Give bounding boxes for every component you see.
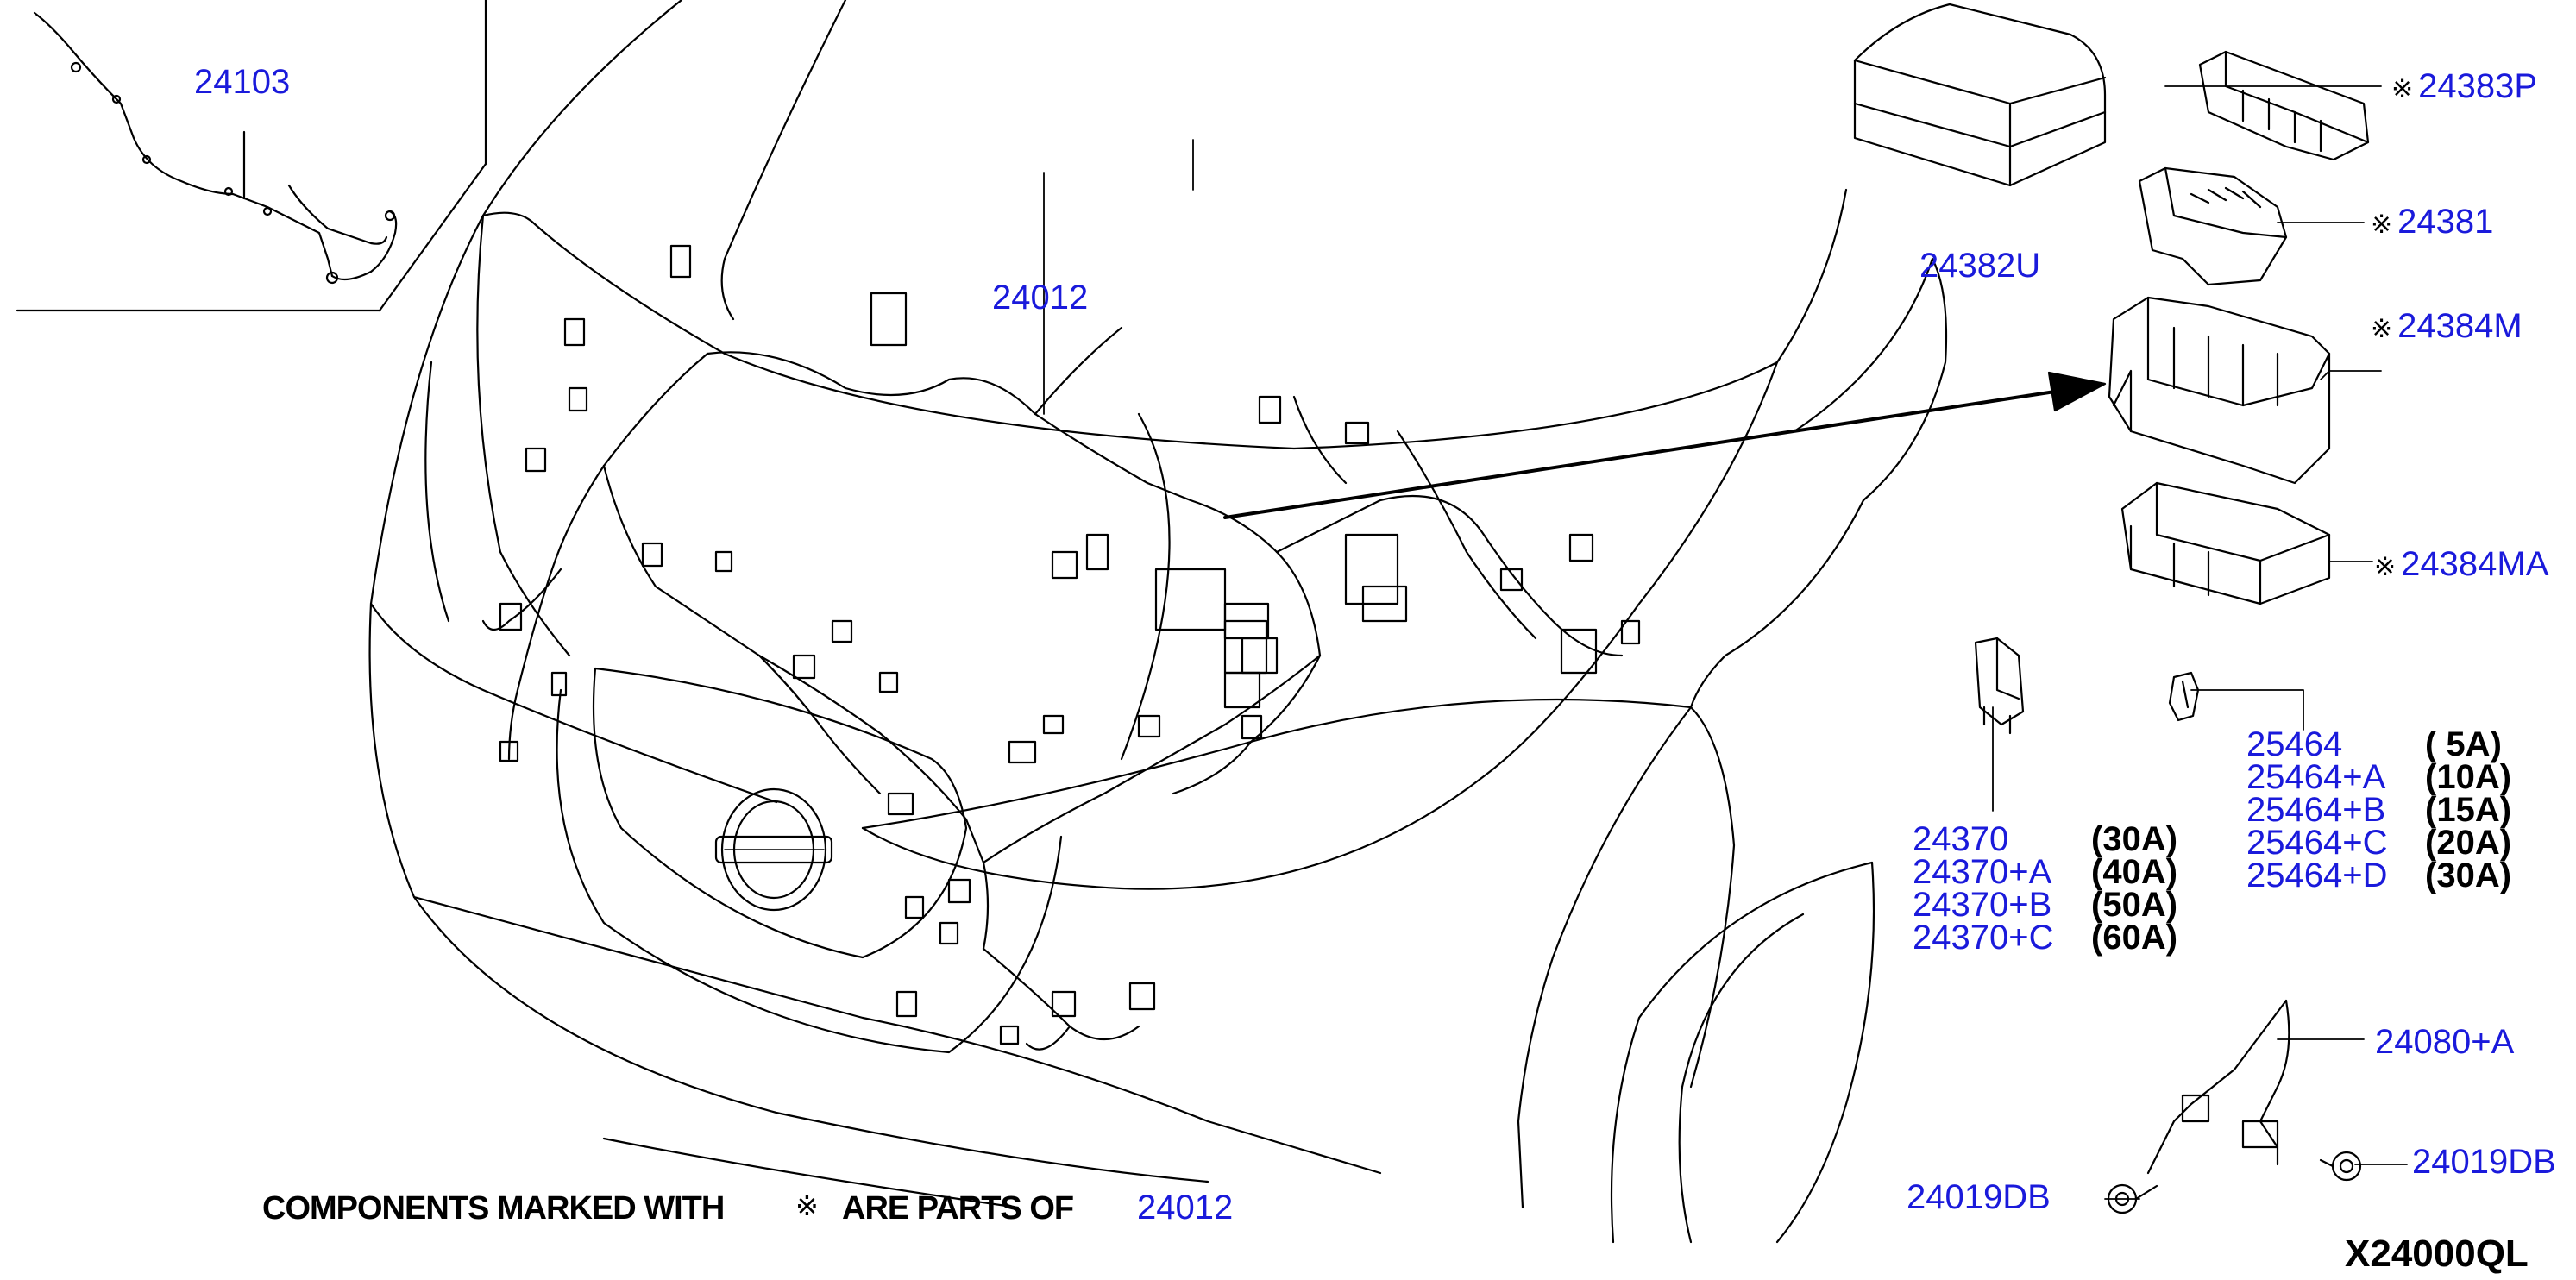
callout-24381-text: 24381	[2397, 203, 2494, 241]
mini-fuse-25464	[2168, 671, 2200, 722]
fusible-link-part[interactable]: 24370+B	[1913, 886, 2052, 924]
callout-24080A[interactable]: 24080+A	[2375, 1023, 2515, 1061]
drawing-code: X24000QL	[2345, 1233, 2529, 1275]
footnote-text-after: ARE PARTS OF	[842, 1190, 1074, 1227]
fuse-part[interactable]: 25464+C	[2246, 824, 2388, 862]
vehicle-body	[368, 0, 1948, 1244]
leader-lines	[1043, 85, 2408, 1200]
marker-symbol: ※	[2374, 553, 2397, 581]
fusible-link-part[interactable]: 24370	[1913, 820, 2009, 858]
fusible-link-rating: (60A)	[2091, 919, 2178, 957]
fuse-part[interactable]: 25464+B	[2246, 791, 2386, 829]
inset-frame	[16, 0, 487, 312]
fuse-rating: (20A)	[2425, 824, 2512, 862]
cover-24382U	[1853, 3, 2107, 187]
fuse-rating: ( 5A)	[2425, 725, 2502, 763]
main-harness-24012	[481, 244, 1641, 1051]
arrow-to-fuse-box	[1223, 371, 2107, 519]
callout-24383P[interactable]: ※24383P	[2391, 69, 2537, 104]
fusible-link-rating: (30A)	[2091, 820, 2178, 858]
footnote-text-before: COMPONENTS MARKED WITH	[262, 1190, 725, 1227]
callout-24019DB-right[interactable]: 24019DB	[2412, 1143, 2556, 1181]
fusible-link-rating: (50A)	[2091, 886, 2178, 924]
footnote-symbol: ※	[795, 1190, 819, 1221]
bracket-24080A	[2146, 999, 2290, 1175]
marker-symbol: ※	[2391, 75, 2414, 104]
fuse-block-24381	[2138, 166, 2288, 286]
fuse-box-base-24384MA	[2120, 481, 2331, 605]
callout-24384MA-text: 24384MA	[2401, 545, 2549, 583]
callout-24381[interactable]: ※24381	[2371, 204, 2493, 239]
callout-24012[interactable]: 24012	[992, 279, 1089, 317]
bolt-24019DB-left	[2107, 1183, 2158, 1214]
fuse-part[interactable]: 25464+A	[2246, 758, 2386, 796]
fusible-link-24370	[1974, 637, 2025, 735]
fuse-rating: (30A)	[2425, 856, 2512, 894]
emblem	[714, 787, 833, 912]
callout-24384M-text: 24384M	[2397, 307, 2523, 345]
fusible-link-part[interactable]: 24370+C	[1913, 919, 2054, 957]
fuse-part[interactable]: 25464	[2246, 725, 2343, 763]
fusible-link-rating: (40A)	[2091, 853, 2178, 891]
footnote-part-link[interactable]: 24012	[1137, 1189, 1234, 1227]
callout-24382U[interactable]: 24382U	[1919, 247, 2041, 285]
inset-harness-24103	[33, 11, 398, 285]
callout-24103[interactable]: 24103	[194, 63, 291, 101]
callout-24019DB-left[interactable]: 24019DB	[1907, 1178, 2051, 1216]
marker-symbol: ※	[2371, 315, 2393, 343]
fuse-rating: (15A)	[2425, 791, 2512, 829]
bolt-24019DB-right	[2319, 1151, 2362, 1182]
fuse-rating: (10A)	[2425, 758, 2512, 796]
callout-24384M[interactable]: ※24384M	[2371, 309, 2523, 343]
fusible-link-part[interactable]: 24370+A	[1913, 853, 2052, 891]
relay-block-24383P	[2198, 50, 2370, 161]
marker-symbol: ※	[2371, 210, 2393, 239]
callout-24384MA[interactable]: ※24384MA	[2374, 547, 2548, 581]
fuse-part[interactable]: 25464+D	[2246, 856, 2388, 894]
callout-24383P-text: 24383P	[2418, 67, 2538, 105]
fuse-box-24384M	[2108, 296, 2331, 485]
